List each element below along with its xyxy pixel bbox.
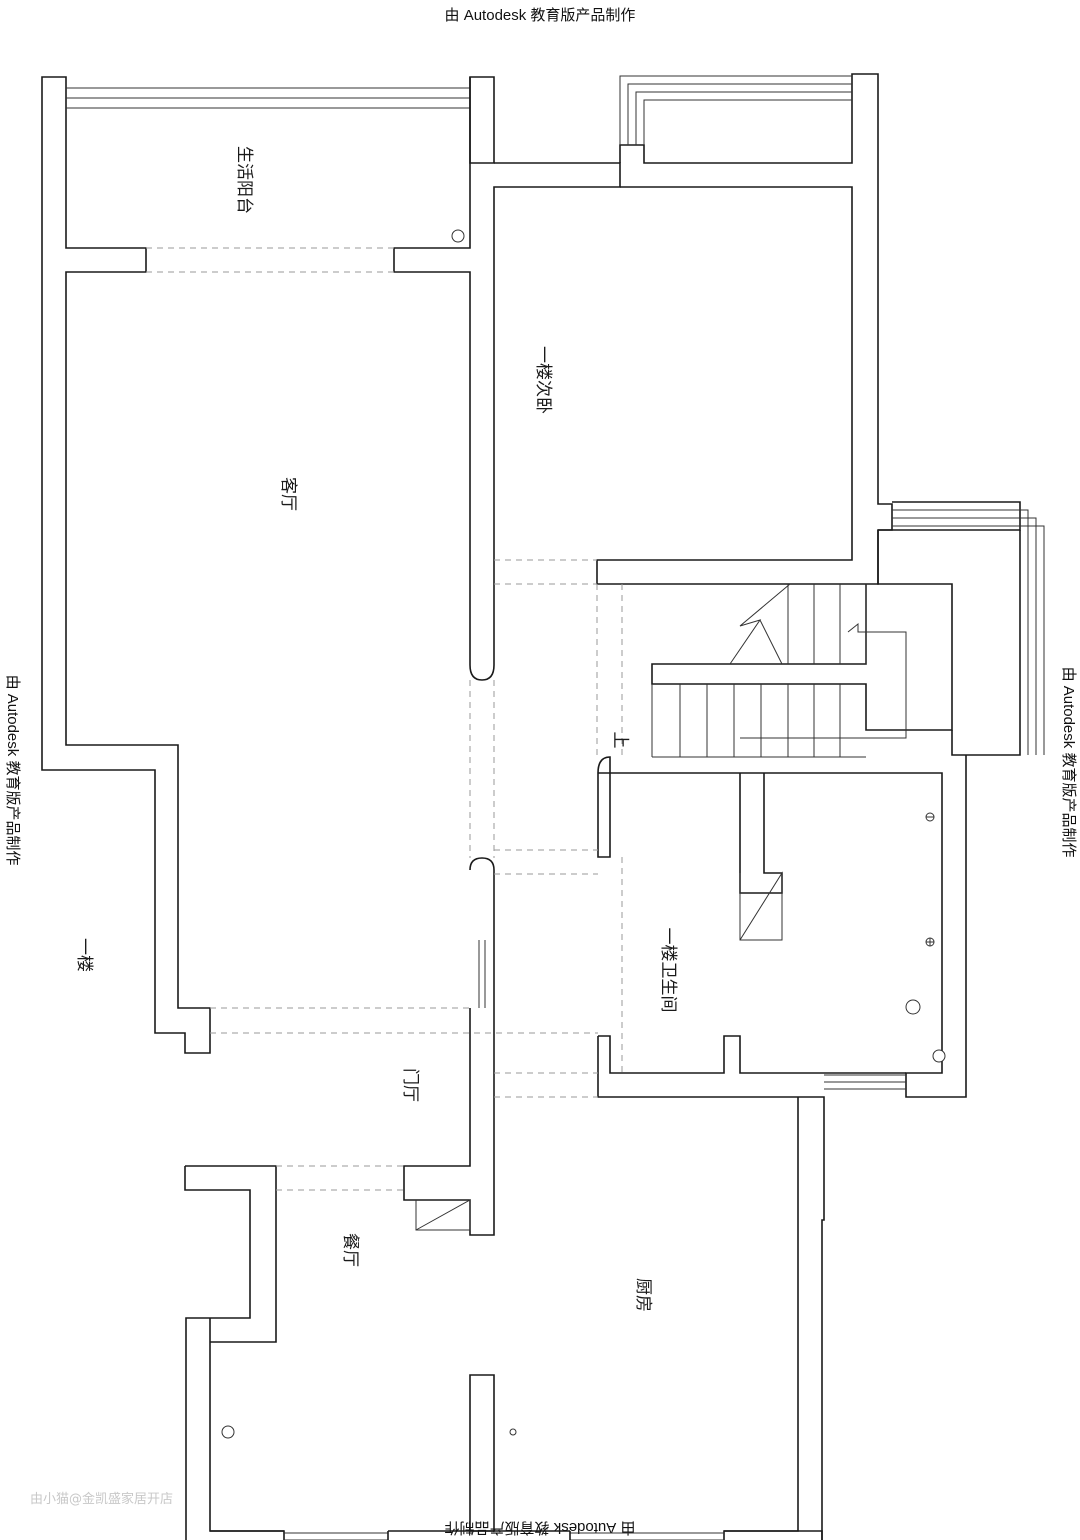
watermark-left: 由 Autodesk 教育版产品制作 <box>4 675 21 866</box>
svg-text:餐厅: 餐厅 <box>340 1233 360 1267</box>
svg-text:门厅: 门厅 <box>400 1068 420 1102</box>
balcony-top-wall <box>469 76 495 164</box>
room-label-kitchen: 厨房 <box>633 1278 653 1312</box>
shower-drain-icon <box>932 1049 946 1063</box>
kitchen-partition <box>469 1374 495 1532</box>
kitchen-bottom-wall <box>210 1097 799 1532</box>
svg-text:客厅: 客厅 <box>278 477 298 511</box>
dining-drain-icon <box>221 1425 235 1439</box>
svg-text:上: 上 <box>610 732 630 749</box>
room-label-bathroom: 一楼卫生间 <box>658 928 678 1013</box>
svg-text:由 Autodesk 教育版产品制作: 由 Autodesk 教育版产品制作 <box>4 675 21 866</box>
bedroom-top-wall <box>596 73 893 585</box>
svg-text:生活阳台: 生活阳台 <box>234 146 254 214</box>
kitchen-drain-icon <box>509 1428 517 1436</box>
svg-text:一楼卫生间: 一楼卫生间 <box>658 928 678 1013</box>
walls <box>41 73 1045 1540</box>
staircase <box>651 583 907 758</box>
foyer-wall <box>403 857 495 1236</box>
svg-text:一楼次卧: 一楼次卧 <box>533 346 553 414</box>
room-label-foyer: 门厅 <box>400 1068 420 1102</box>
room-label-balcony: 生活阳台 <box>234 146 254 214</box>
watermark-right: 由 Autodesk 教育版产品制作 <box>1060 667 1077 858</box>
svg-text:一楼: 一楼 <box>74 938 94 972</box>
openings <box>146 247 623 1191</box>
balcony-drain-icon <box>451 229 465 243</box>
svg-text:由 Autodesk 教育版产品制作: 由 Autodesk 教育版产品制作 <box>445 7 636 24</box>
svg-text:由 Autodesk 教育版产品制作: 由 Autodesk 教育版产品制作 <box>1060 667 1077 858</box>
bathroom-partition <box>739 773 783 894</box>
dining-left-wall <box>184 1165 823 1540</box>
image-credit: 由小猫@金凯盛家居开店 <box>30 1491 173 1507</box>
fixtures <box>221 229 946 1439</box>
toilet-drain-icon <box>905 999 921 1015</box>
balcony-right-wall <box>393 77 621 681</box>
room-label-stairs-up: 上 <box>610 732 630 749</box>
left-outer-wall <box>41 76 211 1054</box>
room-label-floor: 一楼 <box>74 938 94 972</box>
room-label-bedroom: 一楼次卧 <box>533 346 553 414</box>
room-label-living-room: 客厅 <box>278 477 298 511</box>
room-label-dining: 餐厅 <box>340 1233 360 1267</box>
watermark-top: 由 Autodesk 教育版产品制作 <box>445 7 636 24</box>
bathroom-bottom-left <box>597 1035 906 1540</box>
svg-text:厨房: 厨房 <box>633 1278 653 1312</box>
stair-right-wall <box>651 501 1021 731</box>
